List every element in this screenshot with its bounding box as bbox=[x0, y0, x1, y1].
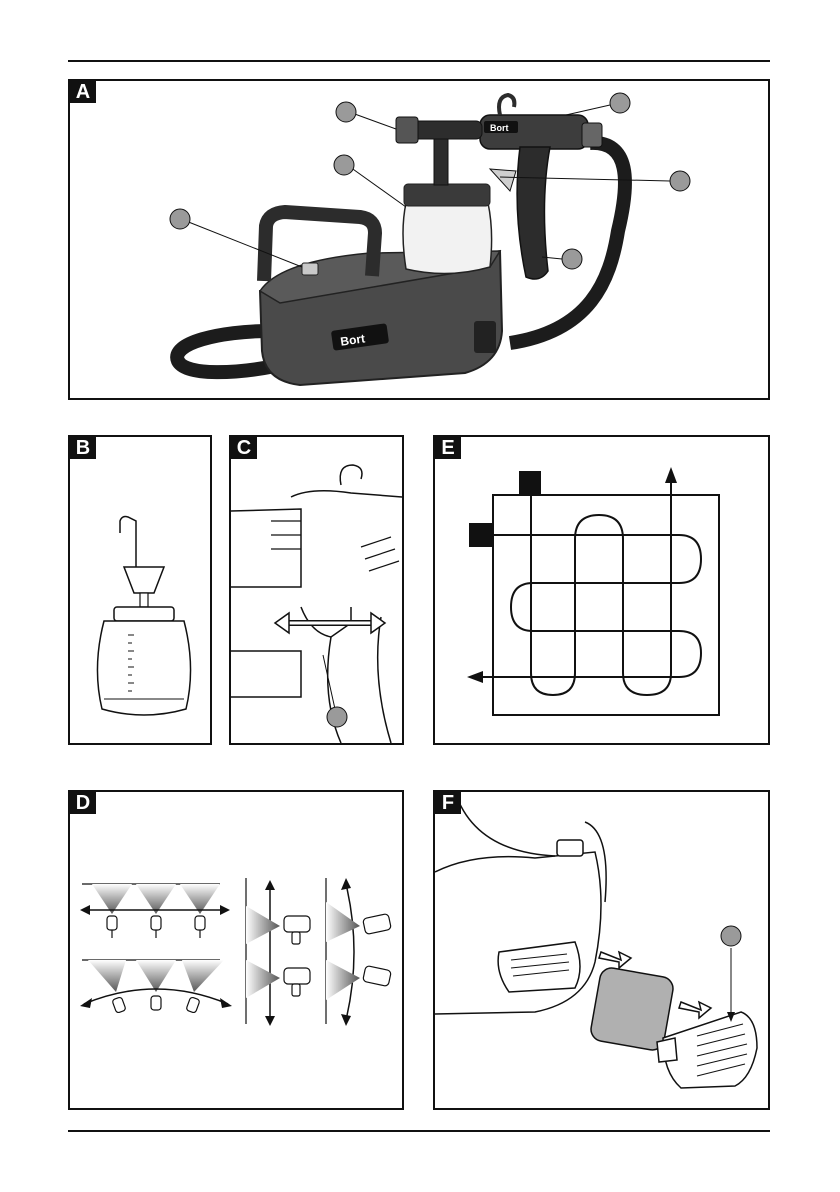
gun-neck bbox=[434, 139, 448, 185]
vertical-gun-icons bbox=[284, 916, 310, 996]
panel-c-illustration bbox=[231, 437, 402, 743]
panel-e-spray-pattern: E bbox=[433, 435, 770, 745]
gun-hook bbox=[499, 95, 514, 115]
vertical-spray-fan-2 bbox=[246, 960, 280, 998]
panel-b-viscosity-cup: B bbox=[68, 435, 212, 745]
power-switch bbox=[302, 263, 318, 275]
callout-leader-switch bbox=[186, 221, 302, 267]
viscosity-cup-funnel bbox=[124, 567, 164, 593]
correct-arrow-left-icon bbox=[80, 905, 90, 915]
arrow-up-icon bbox=[665, 467, 677, 483]
unit-latch bbox=[557, 840, 583, 856]
panel-a-sprayer-overview: A Bort Bort bbox=[68, 79, 770, 400]
gun-trigger bbox=[490, 169, 516, 191]
panel-d-spray-technique: D bbox=[68, 790, 404, 1110]
vertical-incorrect-arrow-down-icon bbox=[341, 1014, 351, 1026]
arrow-left-head-icon bbox=[275, 613, 289, 633]
bottom-rule bbox=[68, 1130, 770, 1132]
hose-left bbox=[177, 331, 275, 372]
outline-arrow-2-icon bbox=[679, 1002, 711, 1018]
arrow-right-head-icon bbox=[371, 613, 385, 633]
panel-c-trigger-adjust: C bbox=[229, 435, 404, 745]
panel-b-illustration bbox=[70, 437, 210, 743]
top-rule bbox=[68, 60, 770, 62]
incorrect-spray-fan-3 bbox=[182, 960, 224, 992]
air-vent bbox=[474, 321, 496, 353]
panel-a-illustration: Bort Bort bbox=[70, 81, 768, 398]
viscosity-cup-hook bbox=[120, 517, 136, 568]
callout-cover bbox=[721, 926, 741, 946]
unit-top-curve bbox=[455, 792, 555, 856]
foam-filter bbox=[589, 966, 675, 1052]
callout-switch bbox=[170, 209, 190, 229]
filter-cover bbox=[663, 1012, 757, 1088]
gun-rear-ring bbox=[582, 123, 602, 147]
lower-housing-outline bbox=[231, 651, 301, 697]
panel-e-illustration bbox=[435, 437, 768, 743]
callout-leader-nozzle bbox=[352, 113, 396, 129]
horizontal-spray-path bbox=[479, 535, 701, 677]
vertical-arrow-down-icon bbox=[265, 1016, 275, 1026]
panel-d-illustration bbox=[70, 792, 402, 1108]
vertical-spray-path bbox=[531, 479, 671, 695]
callout-leader-container bbox=[350, 167, 406, 207]
panel-f-filter-replacement: F bbox=[433, 790, 770, 1110]
callout-hook bbox=[610, 93, 630, 113]
step-marker-vertical bbox=[519, 471, 541, 495]
panel-f-illustration bbox=[435, 792, 768, 1108]
vertical-incorrect-arc bbox=[346, 884, 354, 1020]
callout-trigger bbox=[670, 171, 690, 191]
gun-grip bbox=[517, 147, 550, 279]
callout-leader-hook bbox=[566, 105, 610, 115]
container-lid bbox=[114, 607, 174, 621]
nozzle-lines bbox=[271, 521, 301, 549]
filter-cover-tab bbox=[657, 1038, 677, 1062]
vertical-spray-fan-1 bbox=[246, 906, 280, 944]
vertical-incorrect-fan-1 bbox=[326, 902, 360, 942]
vertical-incorrect-arrow-up-icon bbox=[341, 878, 351, 890]
container-body bbox=[97, 621, 190, 715]
step-marker-horizontal bbox=[469, 523, 493, 547]
outline-arrow-1-icon bbox=[599, 952, 631, 968]
vertical-incorrect-gun-icons bbox=[363, 913, 392, 986]
callout-container bbox=[334, 155, 354, 175]
incorrect-arrow-right-icon bbox=[220, 998, 232, 1008]
correct-arrow-right-icon bbox=[220, 905, 230, 915]
gun-vent-lines bbox=[361, 537, 399, 571]
incorrect-spray-fan-2 bbox=[136, 960, 176, 992]
gun-nozzle bbox=[396, 117, 418, 143]
vertical-arrow-up-icon bbox=[265, 880, 275, 890]
correct-gun-icons bbox=[107, 916, 205, 938]
callout-grip bbox=[562, 249, 582, 269]
callout-nozzle bbox=[336, 102, 356, 122]
vertical-incorrect-fan-2 bbox=[326, 960, 360, 1000]
gun-outline-top bbox=[291, 491, 402, 497]
gun-logo-text: Bort bbox=[490, 123, 509, 133]
gun-hook-outline bbox=[340, 465, 362, 485]
container-cap bbox=[404, 184, 490, 206]
viscosity-cup-tube bbox=[140, 593, 148, 607]
arrow-left-icon bbox=[467, 671, 483, 683]
surface-frame bbox=[493, 495, 719, 715]
paint-container bbox=[403, 203, 492, 274]
incorrect-spray-fan-1 bbox=[88, 960, 126, 992]
incorrect-gun-icons bbox=[112, 996, 200, 1013]
incorrect-arrow-left-icon bbox=[80, 998, 92, 1008]
callout-trigger-c bbox=[327, 707, 347, 727]
